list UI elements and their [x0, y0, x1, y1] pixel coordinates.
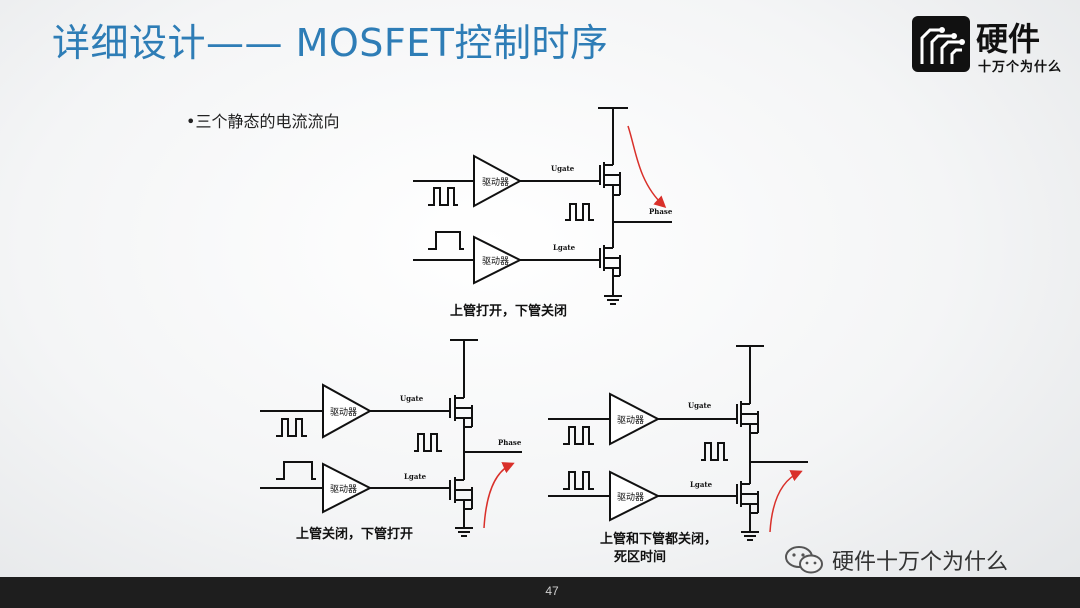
- driver-label: 驱动器: [482, 177, 509, 188]
- logo-title: 硬件: [976, 20, 1041, 58]
- lgate-label: Lgate: [553, 243, 576, 252]
- circuit-bottom-left: [260, 339, 522, 537]
- circuit-logo-icon: [912, 16, 970, 72]
- lgate-label: Lgate: [404, 472, 427, 481]
- caption-bottom-right-line2: 死区时间: [614, 550, 667, 565]
- watermark-text: 硬件十万个为什么: [832, 550, 1009, 575]
- current-arrow-bottom-left: [483, 462, 515, 529]
- driver-label: 驱动器: [330, 484, 357, 495]
- caption-bottom-right-line1: 上管和下管都关闭，: [600, 532, 718, 547]
- driver-label: 驱动器: [330, 407, 357, 418]
- footer-bar: 47: [0, 577, 1080, 608]
- circuit-top: [413, 107, 672, 305]
- wechat-watermark: 硬件十万个为什么: [784, 543, 1008, 577]
- wechat-icon: [785, 546, 823, 574]
- bullet-point: •三个静态的电流流向: [186, 112, 340, 131]
- caption-top: 上管打开，下管关闭: [450, 304, 568, 319]
- brand-logo: 硬件 十万个为什么: [912, 14, 1063, 75]
- current-arrow-bottom-right: [769, 470, 803, 533]
- ugate-label: Ugate: [688, 401, 712, 410]
- slide-title: 详细设计—— MOSFET控制时序: [52, 21, 609, 65]
- driver-label: 驱动器: [617, 492, 644, 503]
- phase-label: Phase: [498, 438, 522, 447]
- page-number: 47: [545, 584, 559, 598]
- driver-label: 驱动器: [482, 256, 509, 267]
- logo-subtitle: 十万个为什么: [978, 60, 1063, 75]
- driver-label: 驱动器: [617, 415, 644, 426]
- caption-bottom-left: 上管关闭，下管打开: [296, 527, 414, 542]
- phase-label: Phase: [649, 207, 673, 216]
- circuit-bottom-right: [548, 345, 808, 541]
- current-arrow-top: [627, 125, 667, 209]
- ugate-label: Ugate: [400, 394, 424, 403]
- ugate-label: Ugate: [551, 164, 575, 173]
- lgate-label: Lgate: [690, 480, 713, 489]
